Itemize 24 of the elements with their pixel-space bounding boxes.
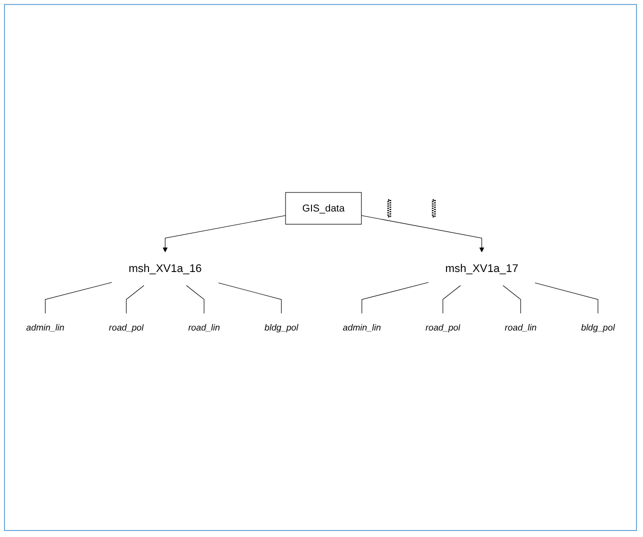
node-text: road_pol: [108, 322, 144, 332]
node-text: msh_XV1a_16: [128, 262, 202, 274]
node-text: road_lin: [188, 322, 220, 332]
node-text: road_lin: [504, 322, 537, 332]
frame-border: GIS_data msh_XV1a_16 msh_XV1a_17 admin_lin road_pol road_lin bldg_pol admin_lin road_pol road_lin bldg_pol: [4, 4, 637, 531]
node-text: admin_lin: [342, 322, 381, 332]
node-text: msh_XV1a_17: [445, 262, 518, 274]
connector: [186, 284, 204, 314]
node-text: road_pol: [426, 322, 460, 332]
connector: [218, 282, 282, 314]
node-box: [285, 192, 362, 224]
connector: [534, 282, 598, 314]
connector: [502, 284, 521, 314]
connector: [126, 284, 144, 314]
arrow: [162, 214, 286, 252]
connector: [362, 282, 429, 314]
connector: [44, 282, 112, 314]
node-text: bldg_pol: [264, 322, 298, 332]
node-bar: [432, 198, 436, 218]
arrow: [361, 214, 484, 252]
node-bar: [387, 198, 392, 218]
node-text: bldg_pol: [581, 322, 615, 332]
connector: [442, 284, 461, 314]
node-text: admin_lin: [26, 322, 64, 332]
